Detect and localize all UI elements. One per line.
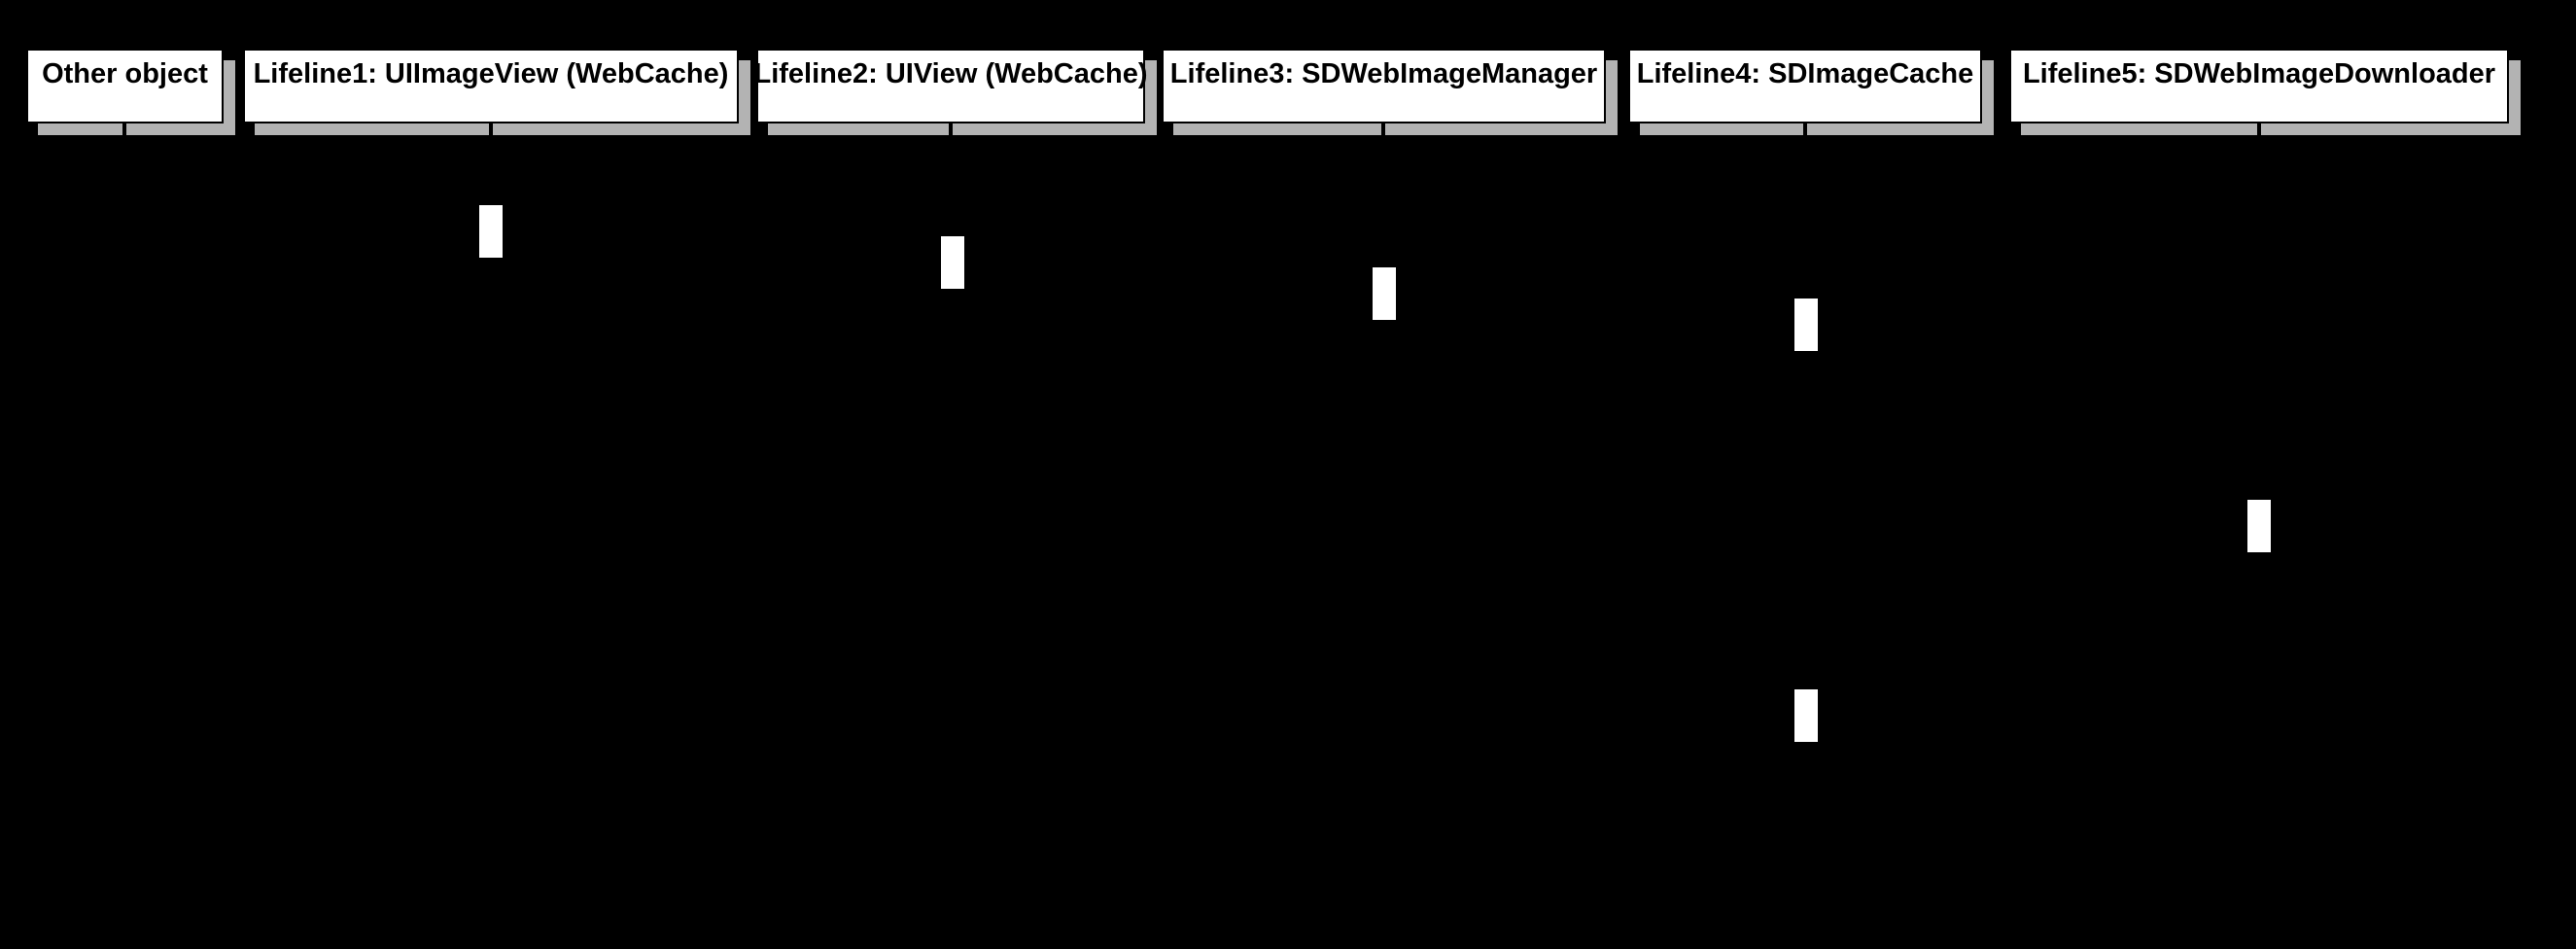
lifeline-stub — [489, 123, 493, 135]
lifeline-stub — [1381, 123, 1385, 135]
activation-bar-lifeline4[interactable] — [1794, 299, 1818, 351]
lifeline-stub — [2257, 123, 2261, 135]
lifeline-header-lifeline4[interactable]: Lifeline4: SDImageCache — [1628, 49, 1982, 123]
lifeline-label: Lifeline2: UIView (WebCache) — [753, 58, 1148, 89]
lifeline-stub — [122, 123, 126, 135]
lifeline-header-lifeline5[interactable]: Lifeline5: SDWebImageDownloader — [2009, 49, 2509, 123]
lifeline-header-lifeline1[interactable]: Lifeline1: UIImageView (WebCache) — [243, 49, 739, 123]
lifeline-stub — [1803, 123, 1807, 135]
lifeline-header-lifeline2[interactable]: Lifeline2: UIView (WebCache) — [753, 49, 1148, 123]
lifeline-header-other-object[interactable]: Other object — [26, 49, 224, 123]
lifeline-label: Lifeline1: UIImageView (WebCache) — [253, 58, 729, 89]
lifeline-header-lifeline3[interactable]: Lifeline3: SDWebImageManager — [1162, 49, 1606, 123]
activation-bar-lifeline2[interactable] — [941, 236, 964, 289]
lifeline-stub — [949, 123, 953, 135]
activation-bar-lifeline4-second[interactable] — [1794, 689, 1818, 742]
lifeline-label: Other object — [42, 58, 208, 89]
lifeline-label: Lifeline4: SDImageCache — [1636, 58, 1974, 89]
lifeline-label: Lifeline3: SDWebImageManager — [1169, 58, 1598, 89]
activation-bar-lifeline3[interactable] — [1373, 267, 1396, 320]
activation-bar-lifeline5[interactable] — [2247, 500, 2271, 552]
lifeline-label: Lifeline5: SDWebImageDownloader — [2022, 58, 2496, 89]
activation-bar-lifeline1[interactable] — [479, 205, 503, 258]
